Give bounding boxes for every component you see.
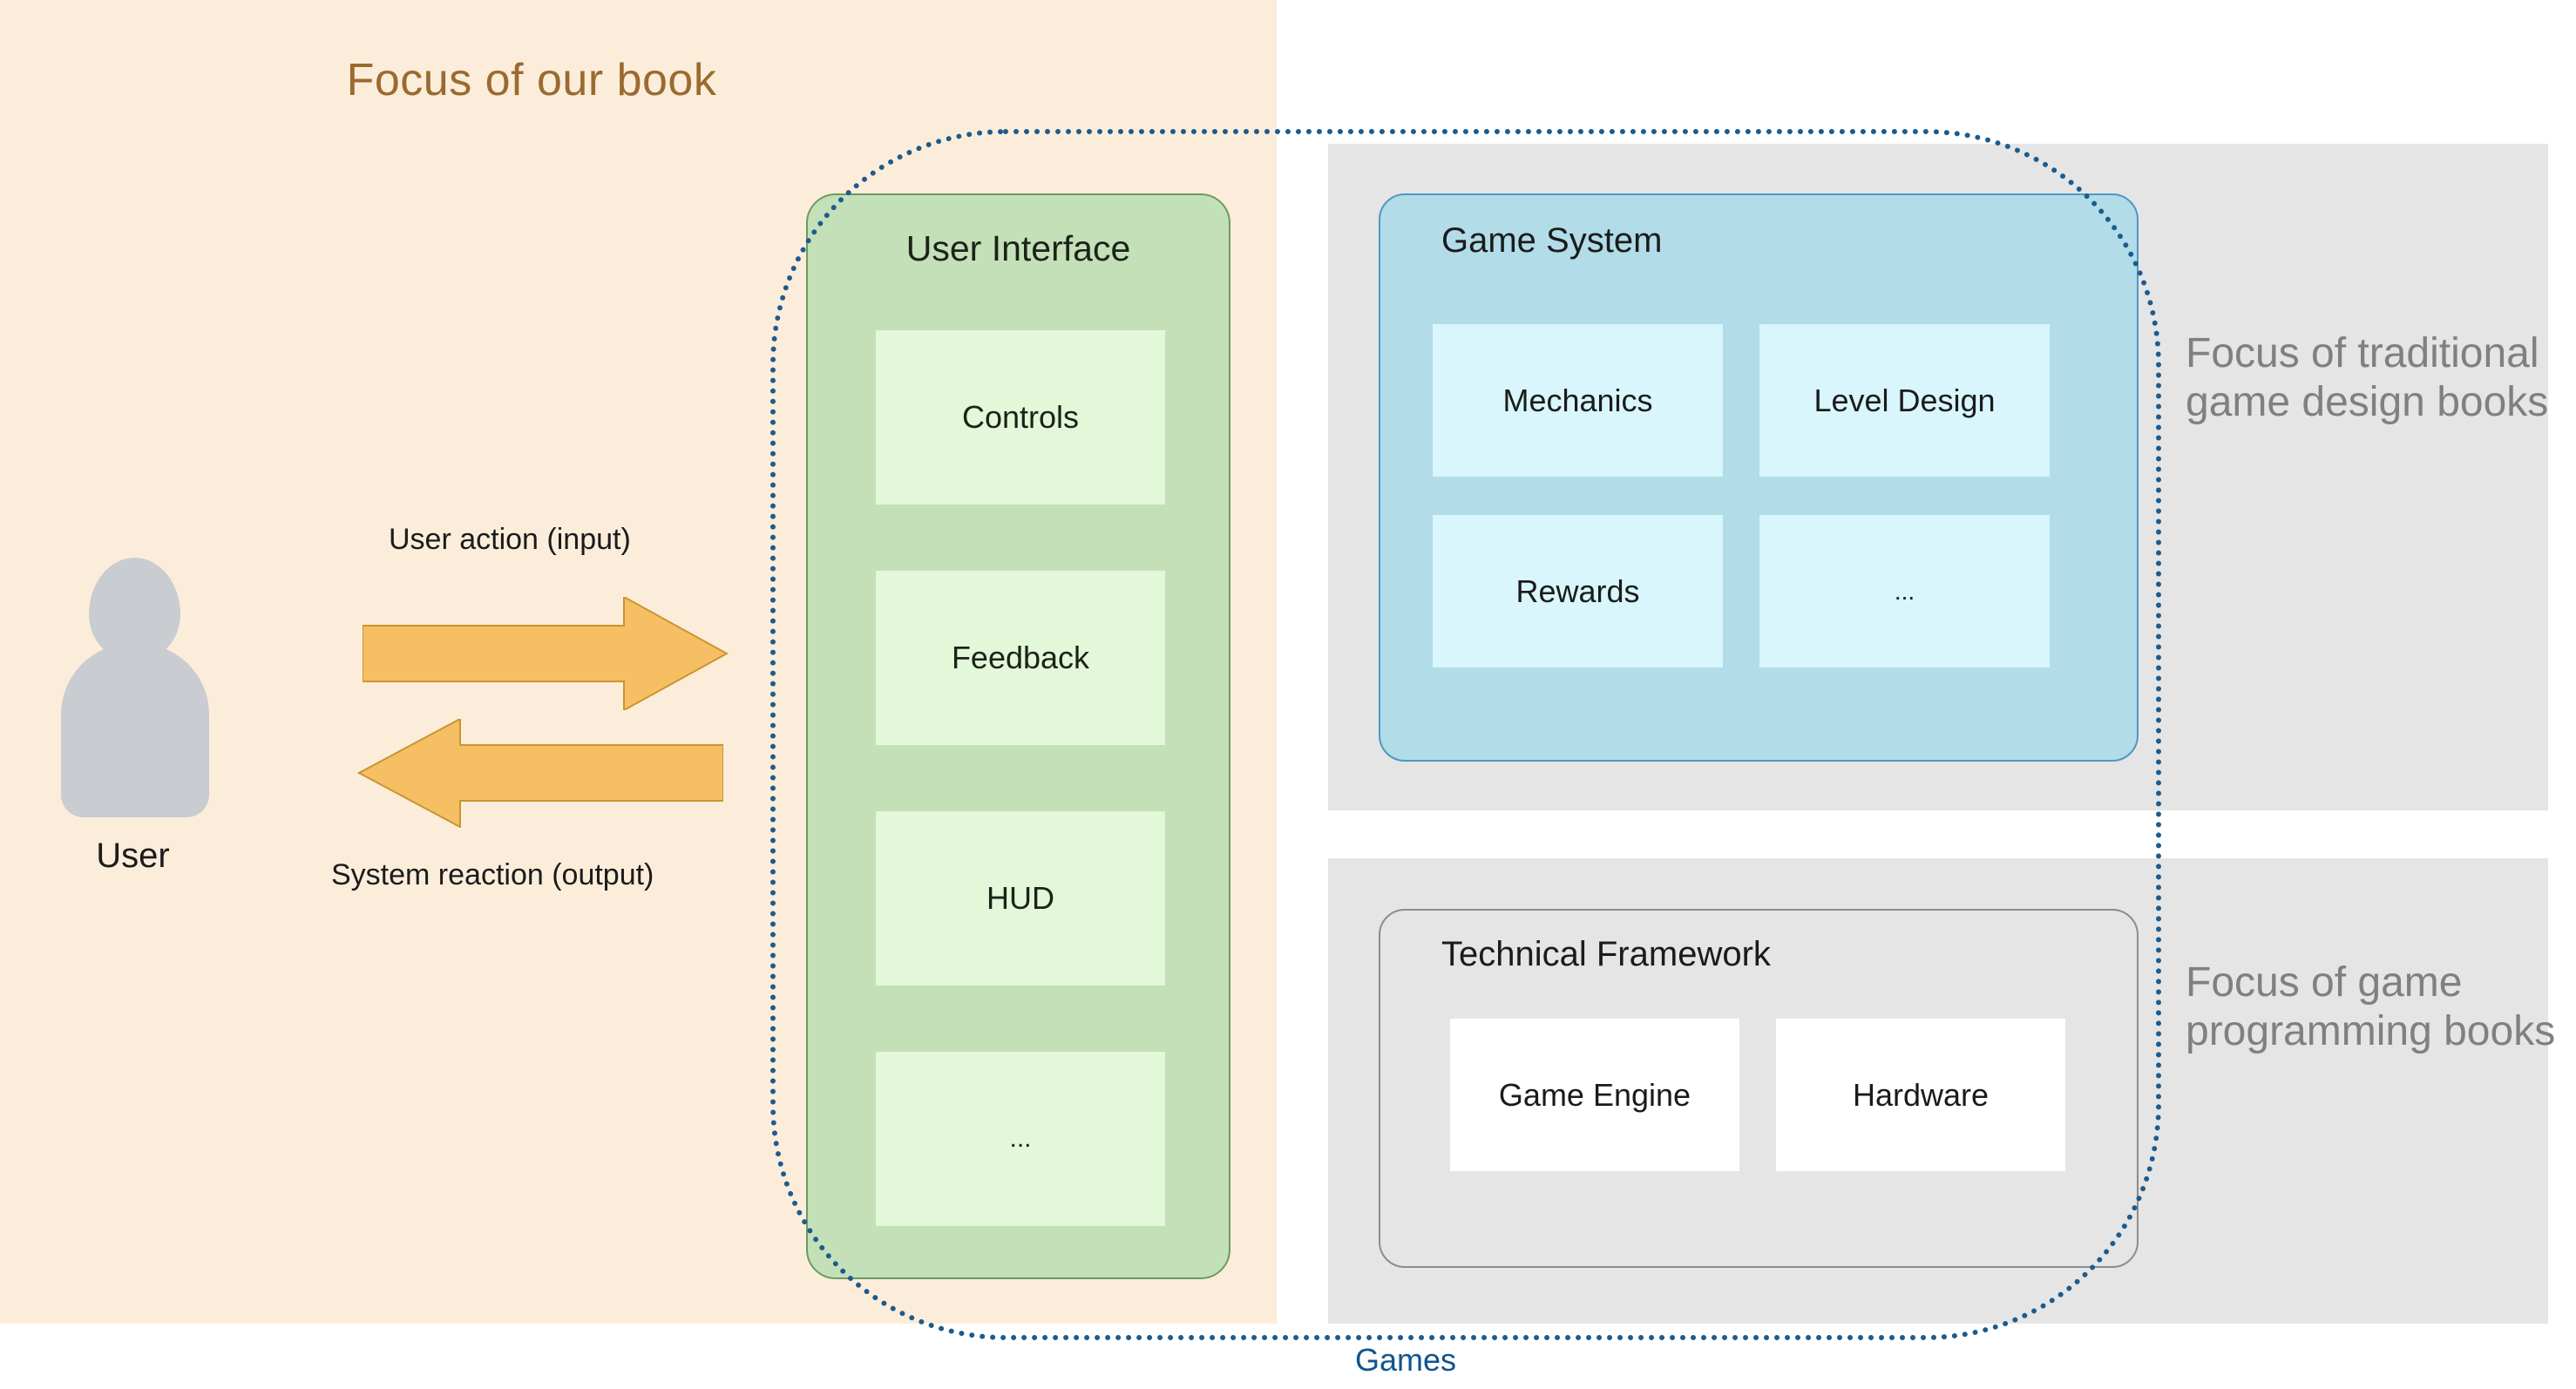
- user-label: User: [96, 837, 170, 875]
- user-interface-items: Controls Feedback HUD ...: [876, 330, 1165, 1226]
- game-system-group: Game System Mechanics Level Design Rewar…: [1379, 193, 2139, 762]
- game-system-item-label: Level Design: [1813, 382, 1996, 418]
- game-system-item-label: Rewards: [1515, 573, 1640, 609]
- ui-item-controls[interactable]: Controls: [876, 330, 1165, 505]
- game-system-item-mechanics[interactable]: Mechanics: [1433, 324, 1723, 477]
- technical-framework-item-game-engine[interactable]: Game Engine: [1450, 1019, 1739, 1171]
- technical-framework-item-label: Hardware: [1852, 1076, 1990, 1113]
- system-reaction-label: System reaction (output): [331, 858, 654, 891]
- technical-framework-title: Technical Framework: [1441, 935, 1771, 973]
- game-system-items: Mechanics Level Design Rewards ...: [1433, 324, 2085, 667]
- games-boundary-label: Games: [1355, 1342, 1457, 1378]
- game-system-item-rewards[interactable]: Rewards: [1433, 515, 1723, 667]
- game-system-item-level-design[interactable]: Level Design: [1759, 324, 2050, 477]
- game-system-item-label: Mechanics: [1502, 382, 1653, 418]
- ui-item-label: Feedback: [951, 640, 1090, 675]
- game-system-title: Game System: [1441, 221, 1663, 260]
- ui-item-label: Controls: [961, 399, 1080, 435]
- game-system-item-label: ...: [1894, 577, 1915, 605]
- technical-framework-items: Game Engine Hardware: [1450, 1019, 2065, 1171]
- game-programming-note: Focus of game programming books: [2186, 959, 2556, 1055]
- user-action-label: User action (input): [389, 523, 631, 556]
- ui-item-feedback[interactable]: Feedback: [876, 571, 1165, 745]
- user-actor: User: [39, 558, 227, 906]
- arrow-left-icon: [357, 719, 723, 828]
- book-focus-title: Focus of our book: [346, 55, 717, 105]
- ui-item-label: ...: [1009, 1124, 1032, 1153]
- user-interface-title: User Interface: [905, 228, 1131, 268]
- user-interface-group: User Interface Controls Feedback HUD ...: [806, 193, 1230, 1279]
- ui-item-label: HUD: [986, 880, 1054, 916]
- user-silhouette-body-icon: [61, 643, 209, 817]
- technical-framework-group: Technical Framework Game Engine Hardware: [1379, 909, 2139, 1268]
- traditional-design-note: Focus of traditional game design books: [2186, 330, 2549, 426]
- technical-framework-item-label: Game Engine: [1498, 1076, 1691, 1113]
- technical-framework-item-hardware[interactable]: Hardware: [1776, 1019, 2065, 1171]
- ui-item-hud[interactable]: HUD: [876, 811, 1165, 986]
- ui-item-more[interactable]: ...: [876, 1052, 1165, 1226]
- arrow-right-icon: [363, 597, 729, 710]
- game-system-item-more[interactable]: ...: [1759, 515, 2050, 667]
